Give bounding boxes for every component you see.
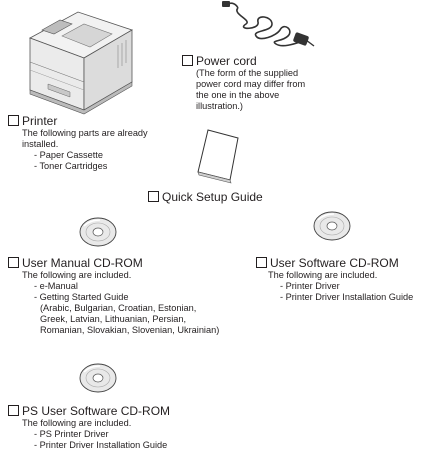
ps-software-cd-title: PS User Software CD-ROM: [22, 404, 171, 418]
checkbox-power-cord[interactable]: [182, 55, 193, 66]
user-manual-cd-description: The following are included. - e-Manual -…: [22, 270, 219, 336]
user-manual-cd-item: User Manual CD-ROM: [8, 256, 143, 270]
user-software-cd-description: The following are included. - Printer Dr…: [268, 270, 413, 303]
checkbox-printer[interactable]: [8, 115, 19, 126]
user-software-cd-entry: - Printer Driver: [280, 281, 340, 291]
power-cord-note-line: (The form of the supplied: [196, 68, 299, 78]
user-software-cd-entry: - Printer Driver Installation Guide: [280, 292, 414, 302]
ps-software-cd-intro: The following are included.: [22, 418, 132, 428]
user-software-cd-item: User Software CD-ROM: [256, 256, 399, 270]
user-manual-cd-entry: - Getting Started Guide: [34, 292, 129, 302]
user-software-cd-intro: The following are included.: [268, 270, 378, 280]
power-cord-note-line: the one in the above: [196, 90, 280, 100]
checkbox-ps-software-cd[interactable]: [8, 405, 19, 416]
ps-software-cd-description: The following are included. - PS Printer…: [22, 418, 167, 451]
power-cord-note-line: illustration.): [196, 101, 243, 111]
quick-setup-guide-item: Quick Setup Guide: [148, 190, 263, 204]
user-manual-cd-intro: The following are included.: [22, 270, 132, 280]
power-cord-note: (The form of the supplied power cord may…: [196, 68, 305, 112]
user-manual-cd-title: User Manual CD-ROM: [22, 256, 143, 270]
power-cord-note-line: power cord may differ from: [196, 79, 306, 89]
ps-software-cd-entry: - PS Printer Driver: [34, 429, 109, 439]
ps-software-cd-item: PS User Software CD-ROM: [8, 404, 170, 418]
checkbox-user-software-cd[interactable]: [256, 257, 267, 268]
user-software-cd-title: User Software CD-ROM: [270, 256, 399, 270]
printer-title: Printer: [22, 114, 58, 128]
printer-part: - Toner Cartridges: [34, 161, 108, 171]
printer-note: The following parts are already: [22, 128, 148, 138]
quick-setup-guide-title: Quick Setup Guide: [162, 190, 263, 204]
power-cord-item: Power cord: [182, 54, 257, 68]
user-manual-cd-language-line: Romanian, Slovakian, Slovenian, Ukrainia…: [40, 325, 220, 335]
printer-note-2: installed.: [22, 139, 59, 149]
user-manual-cd-entry: - e-Manual: [34, 281, 78, 291]
user-manual-cd-language-line: (Arabic, Bulgarian, Croatian, Estonian,: [40, 303, 197, 313]
printer-description: The following parts are already installe…: [22, 128, 148, 172]
checkbox-quick-setup-guide[interactable]: [148, 191, 159, 202]
checkbox-user-manual-cd[interactable]: [8, 257, 19, 268]
power-cord-title: Power cord: [196, 54, 257, 68]
ps-software-cd-entry: - Printer Driver Installation Guide: [34, 440, 168, 450]
user-manual-cd-language-line: Greek, Latvian, Lithuanian, Persian,: [40, 314, 187, 324]
printer-part: - Paper Cassette: [34, 150, 103, 160]
printer-item: Printer: [8, 114, 57, 128]
